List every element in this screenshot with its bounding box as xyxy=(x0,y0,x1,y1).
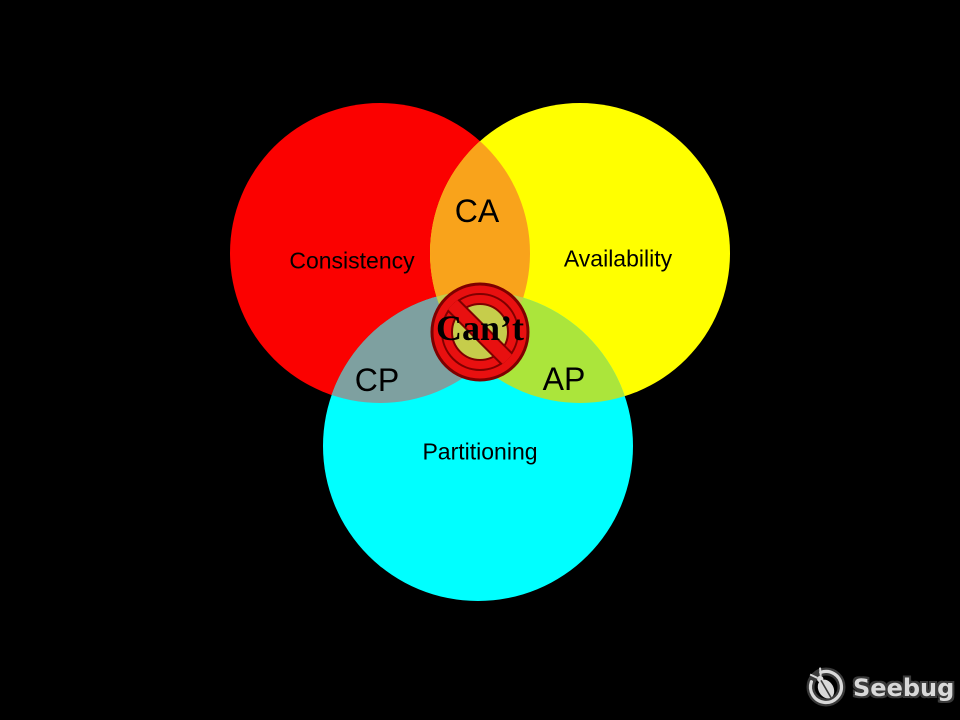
ap-region-label: AP xyxy=(542,361,586,397)
seebug-logo: Seebug xyxy=(804,663,954,713)
prohibition-ring-outline xyxy=(441,293,519,371)
cant-badge-label: Can’t xyxy=(436,308,524,348)
availability-label: Availability xyxy=(563,245,673,272)
partitioning-label: Partitioning xyxy=(422,438,538,465)
seebug-brand-text: Seebug xyxy=(853,674,955,702)
bug-ring xyxy=(808,669,844,705)
cp-overlap-region xyxy=(323,291,530,403)
consistency-label: Consistency xyxy=(289,247,415,274)
bug-body xyxy=(809,667,835,699)
ap-overlap-region xyxy=(430,291,633,403)
prohibition-badge xyxy=(430,282,530,382)
seebug-bug-icon xyxy=(806,667,846,707)
cp-region-label: CP xyxy=(354,362,400,398)
ca-region-label: CA xyxy=(454,193,500,229)
